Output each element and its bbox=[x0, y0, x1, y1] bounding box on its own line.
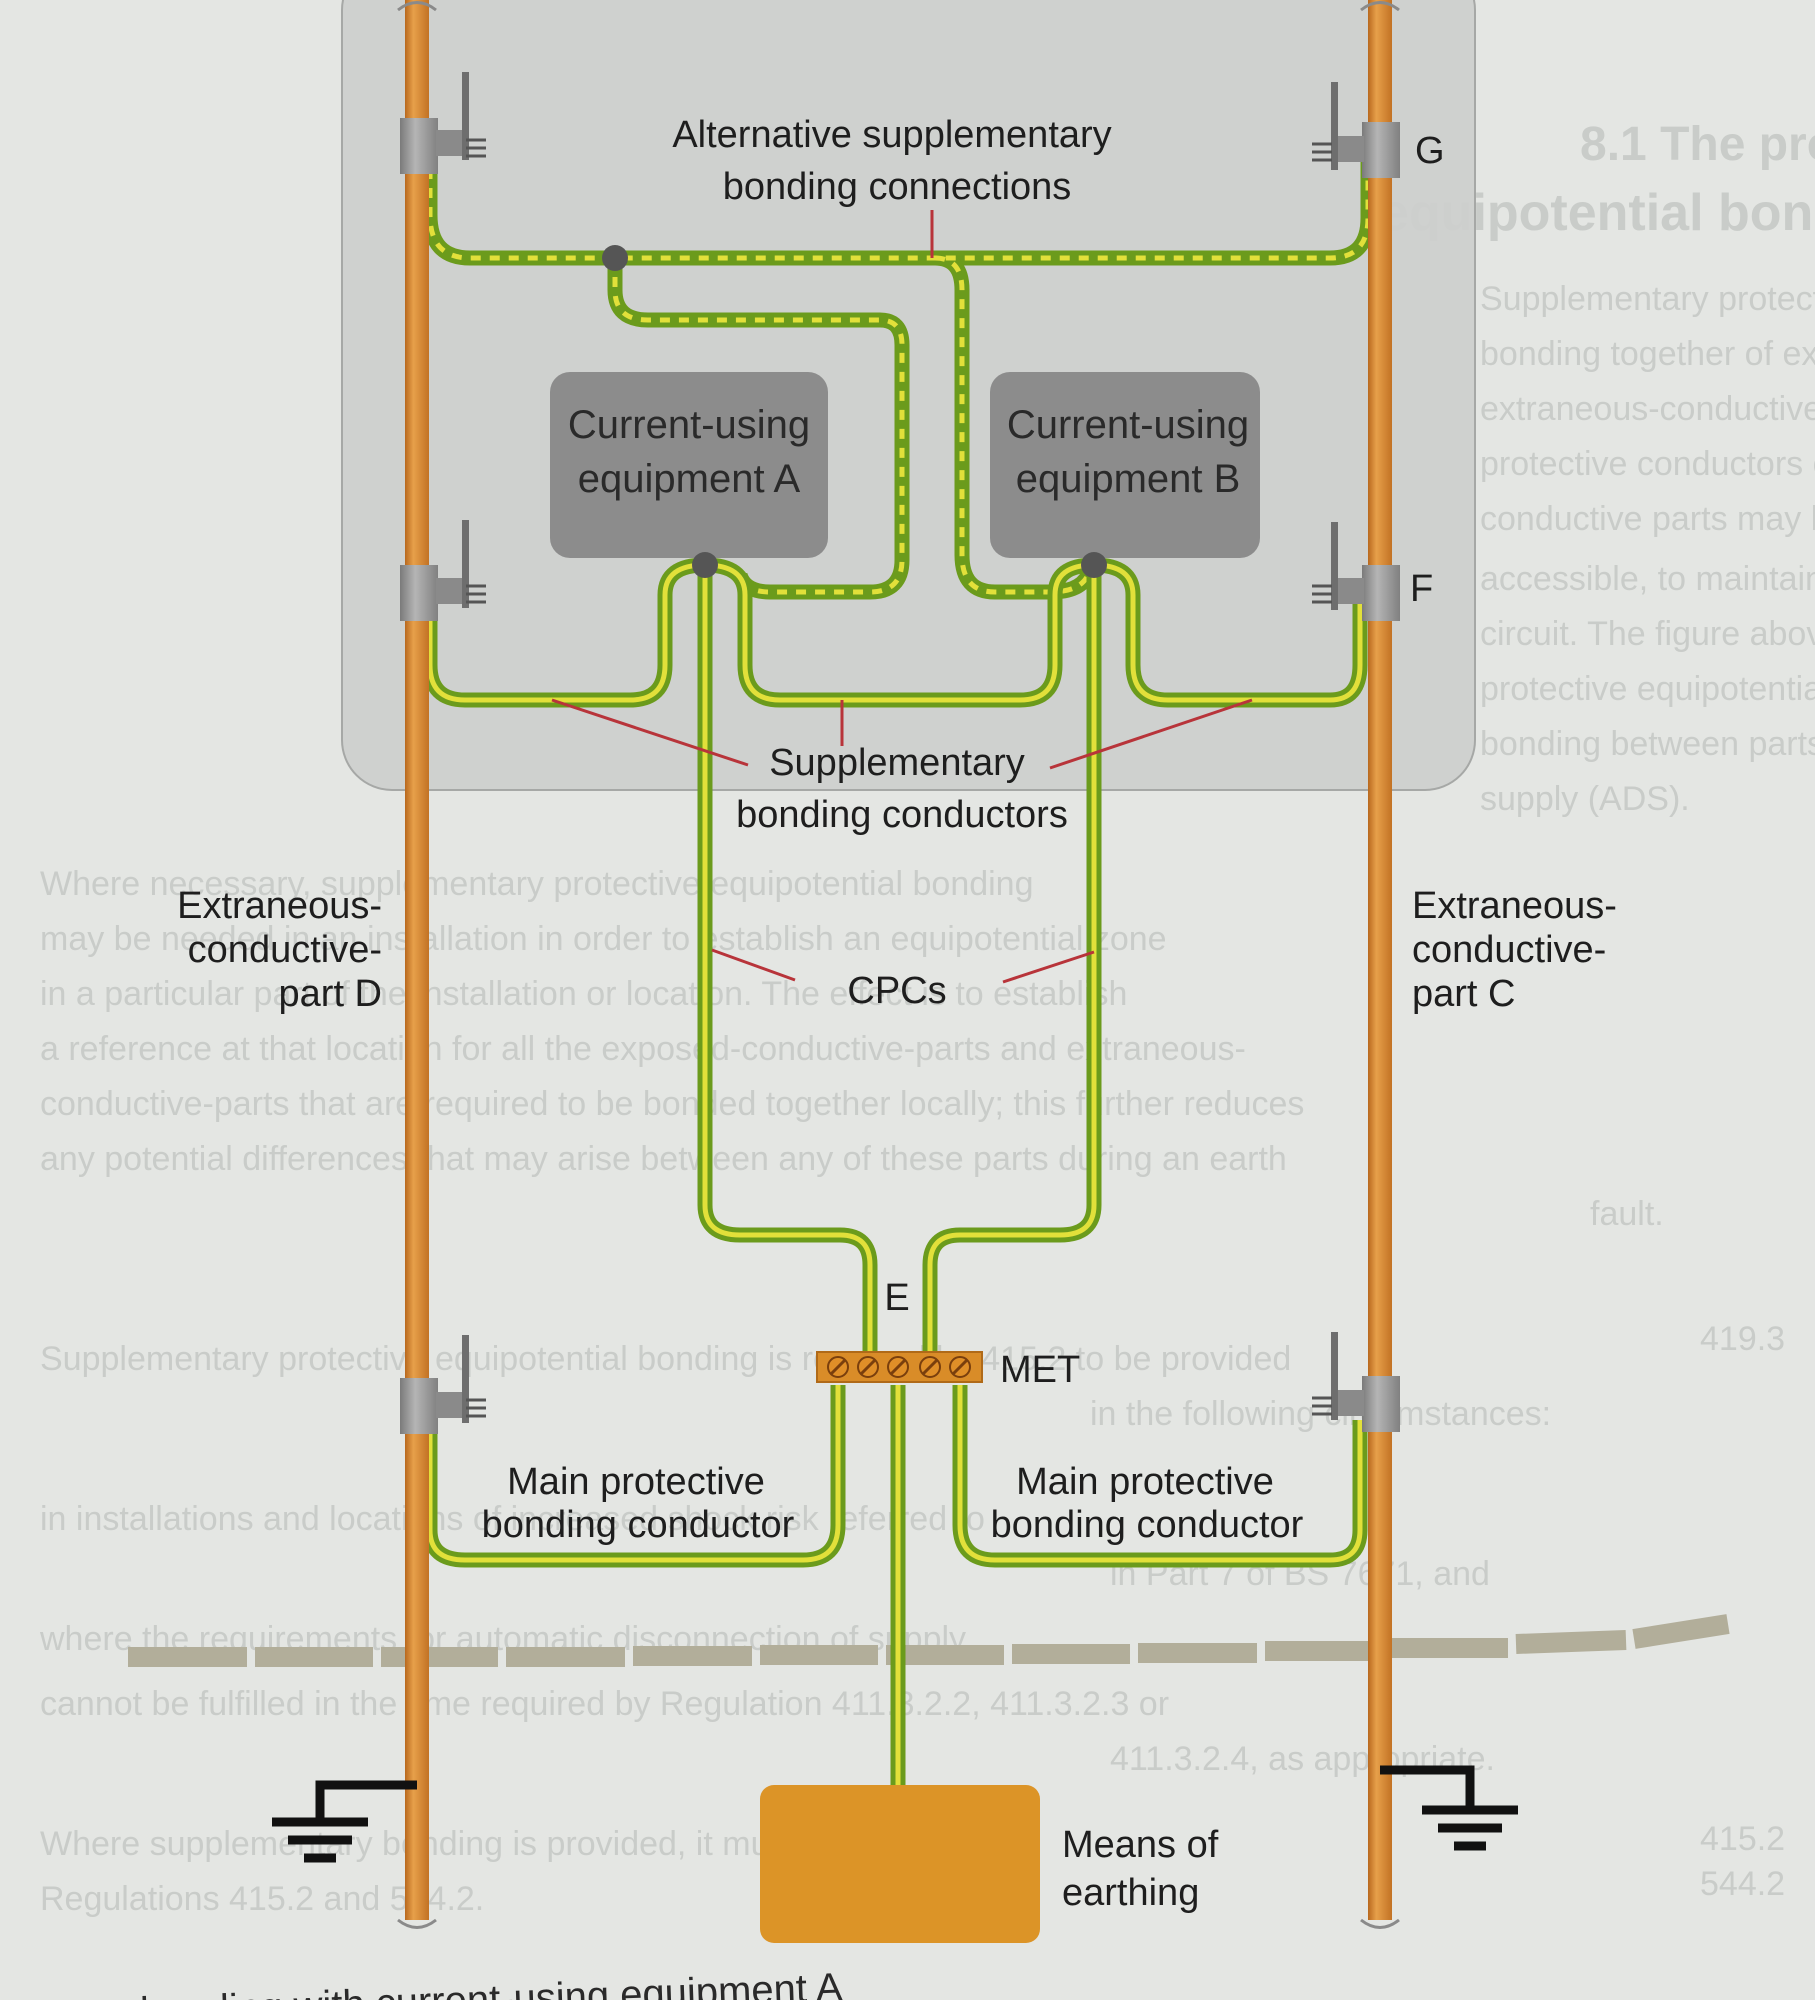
point-f-label: F bbox=[1410, 568, 1433, 610]
alt-bonding-label-line1: Alternative supplementary bbox=[672, 114, 1111, 156]
part-d-label-line2: conductive- bbox=[188, 929, 382, 971]
bg-line: Where necessary, supplementary protectiv… bbox=[40, 865, 1034, 903]
extraneous-part-d-pipe bbox=[397, 0, 437, 1929]
bg-line: supply (ADS). bbox=[1480, 780, 1690, 818]
part-d-label-line1: Extraneous- bbox=[177, 885, 382, 927]
bonding-clamp-icon bbox=[1312, 1332, 1400, 1432]
bg-line: may be needed in an installation in orde… bbox=[40, 920, 1167, 958]
alternative-bonding-conductors bbox=[422, 150, 1376, 600]
current-using-equipment-b: Current-using equipment B bbox=[990, 372, 1260, 558]
bg-line: Supplementary protective equipotential b… bbox=[1480, 280, 1815, 318]
bg-line: fault. bbox=[1590, 1195, 1664, 1233]
main-bonding-left-label-line2: bonding conductor bbox=[482, 1504, 795, 1546]
bg-margin-ref: 419.3 bbox=[1700, 1320, 1785, 1358]
ground-level-line bbox=[128, 1614, 1730, 1667]
main-bonding-right-label-line2: bonding conductor bbox=[991, 1504, 1304, 1546]
bonding-clamp-icon bbox=[1312, 82, 1400, 178]
bg-line: cannot be fulfilled in the time required… bbox=[40, 1685, 1169, 1723]
bg-line: protective conductors of circuits where bbox=[1480, 445, 1815, 483]
earth-ground-icon bbox=[1380, 1765, 1518, 1851]
bg-margin-ref: 415.2 bbox=[1700, 1820, 1785, 1858]
terminal-screw-icon bbox=[948, 1355, 972, 1379]
equipment-a-label-line2: equipment A bbox=[578, 457, 801, 501]
point-e-label: E bbox=[884, 1277, 909, 1319]
bg-line: protective equipotential bonding; it is … bbox=[1480, 670, 1815, 708]
bg-heading-number: 8.1 The protective bbox=[1580, 118, 1815, 171]
terminal-screw-icon bbox=[918, 1355, 942, 1379]
background-text: 8.1 The protective equipotential bonding… bbox=[39, 118, 1815, 2000]
point-g-label: G bbox=[1415, 130, 1445, 172]
extraneous-part-c-pipe bbox=[1360, 0, 1400, 1929]
supplementary-label-line1: Supplementary bbox=[769, 742, 1025, 784]
bg-line: circuit. The figure above illustrates in… bbox=[1480, 615, 1815, 653]
bonding-clamp-icon bbox=[400, 72, 486, 174]
equipment-a-terminal bbox=[692, 552, 718, 578]
part-c-label-line2: conductive- bbox=[1412, 929, 1606, 971]
earth-ground-icon bbox=[272, 1780, 417, 1863]
bg-line: any potential differences that may arise… bbox=[40, 1140, 1287, 1178]
bg-line: a reference at that location for all the… bbox=[40, 1030, 1246, 1068]
means-of-earthing-label-line2: earthing bbox=[1062, 1872, 1199, 1914]
supplementary-label-line2: bonding conductors bbox=[736, 794, 1068, 836]
bg-line: bonding together of exposed-conductive-p… bbox=[1480, 335, 1815, 373]
bg-line: in a particular part of the installation… bbox=[40, 975, 1127, 1013]
bonding-conductors bbox=[422, 552, 1368, 1785]
main-earthing-terminal-bar bbox=[816, 1351, 983, 1383]
bg-line: extraneous-conductive-parts and the bbox=[1480, 390, 1815, 428]
terminal-screw-icon bbox=[826, 1355, 850, 1379]
alt-bonding-label-line2: bonding connections bbox=[723, 166, 1072, 208]
part-c-label-line3: part C bbox=[1412, 973, 1515, 1015]
main-bonding-right-label-line1: Main protective bbox=[1016, 1461, 1274, 1503]
terminal-screw-icon bbox=[886, 1355, 910, 1379]
met-label: MET bbox=[1000, 1349, 1080, 1391]
bg-line: conductive-parts that are required to be… bbox=[40, 1085, 1304, 1123]
bonding-clamp-icon bbox=[1312, 522, 1400, 621]
leader-lines bbox=[551, 210, 1253, 984]
equipment-b-label-line2: equipment B bbox=[1016, 457, 1241, 501]
cpcs-label: CPCs bbox=[847, 970, 946, 1012]
bg-line: Supplementary protective equipotential b… bbox=[40, 1340, 1291, 1378]
current-using-equipment-a: Current-using equipment A bbox=[550, 372, 828, 558]
alt-bonding-junction bbox=[602, 245, 628, 271]
bg-line: accessible, to maintain the equipotentia… bbox=[1480, 560, 1815, 598]
means-of-earthing-label-line1: Means of bbox=[1062, 1824, 1219, 1866]
terminal-screw-icon bbox=[856, 1355, 880, 1379]
equipment-b-label-line1: Current-using bbox=[1007, 403, 1249, 447]
part-c-label-line1: Extraneous- bbox=[1412, 885, 1617, 927]
bg-margin-ref: 544.2 bbox=[1700, 1865, 1785, 1903]
bg-line: bonding between parts within the locatio… bbox=[1480, 725, 1815, 763]
main-bonding-left-label-line1: Main protective bbox=[507, 1461, 765, 1503]
equipment-b-terminal bbox=[1081, 552, 1107, 578]
part-d-label-line3: part D bbox=[279, 973, 382, 1015]
bg-line: conductive parts may be simultaneously bbox=[1480, 500, 1815, 538]
equipment-a-label-line1: Current-using bbox=[568, 403, 810, 447]
bonding-clamp-icon bbox=[400, 1335, 486, 1434]
bg-line: in installations and locations of increa… bbox=[40, 1500, 985, 1538]
bonding-clamp-icon bbox=[400, 520, 486, 621]
means-of-earthing-block bbox=[760, 1785, 1040, 1943]
